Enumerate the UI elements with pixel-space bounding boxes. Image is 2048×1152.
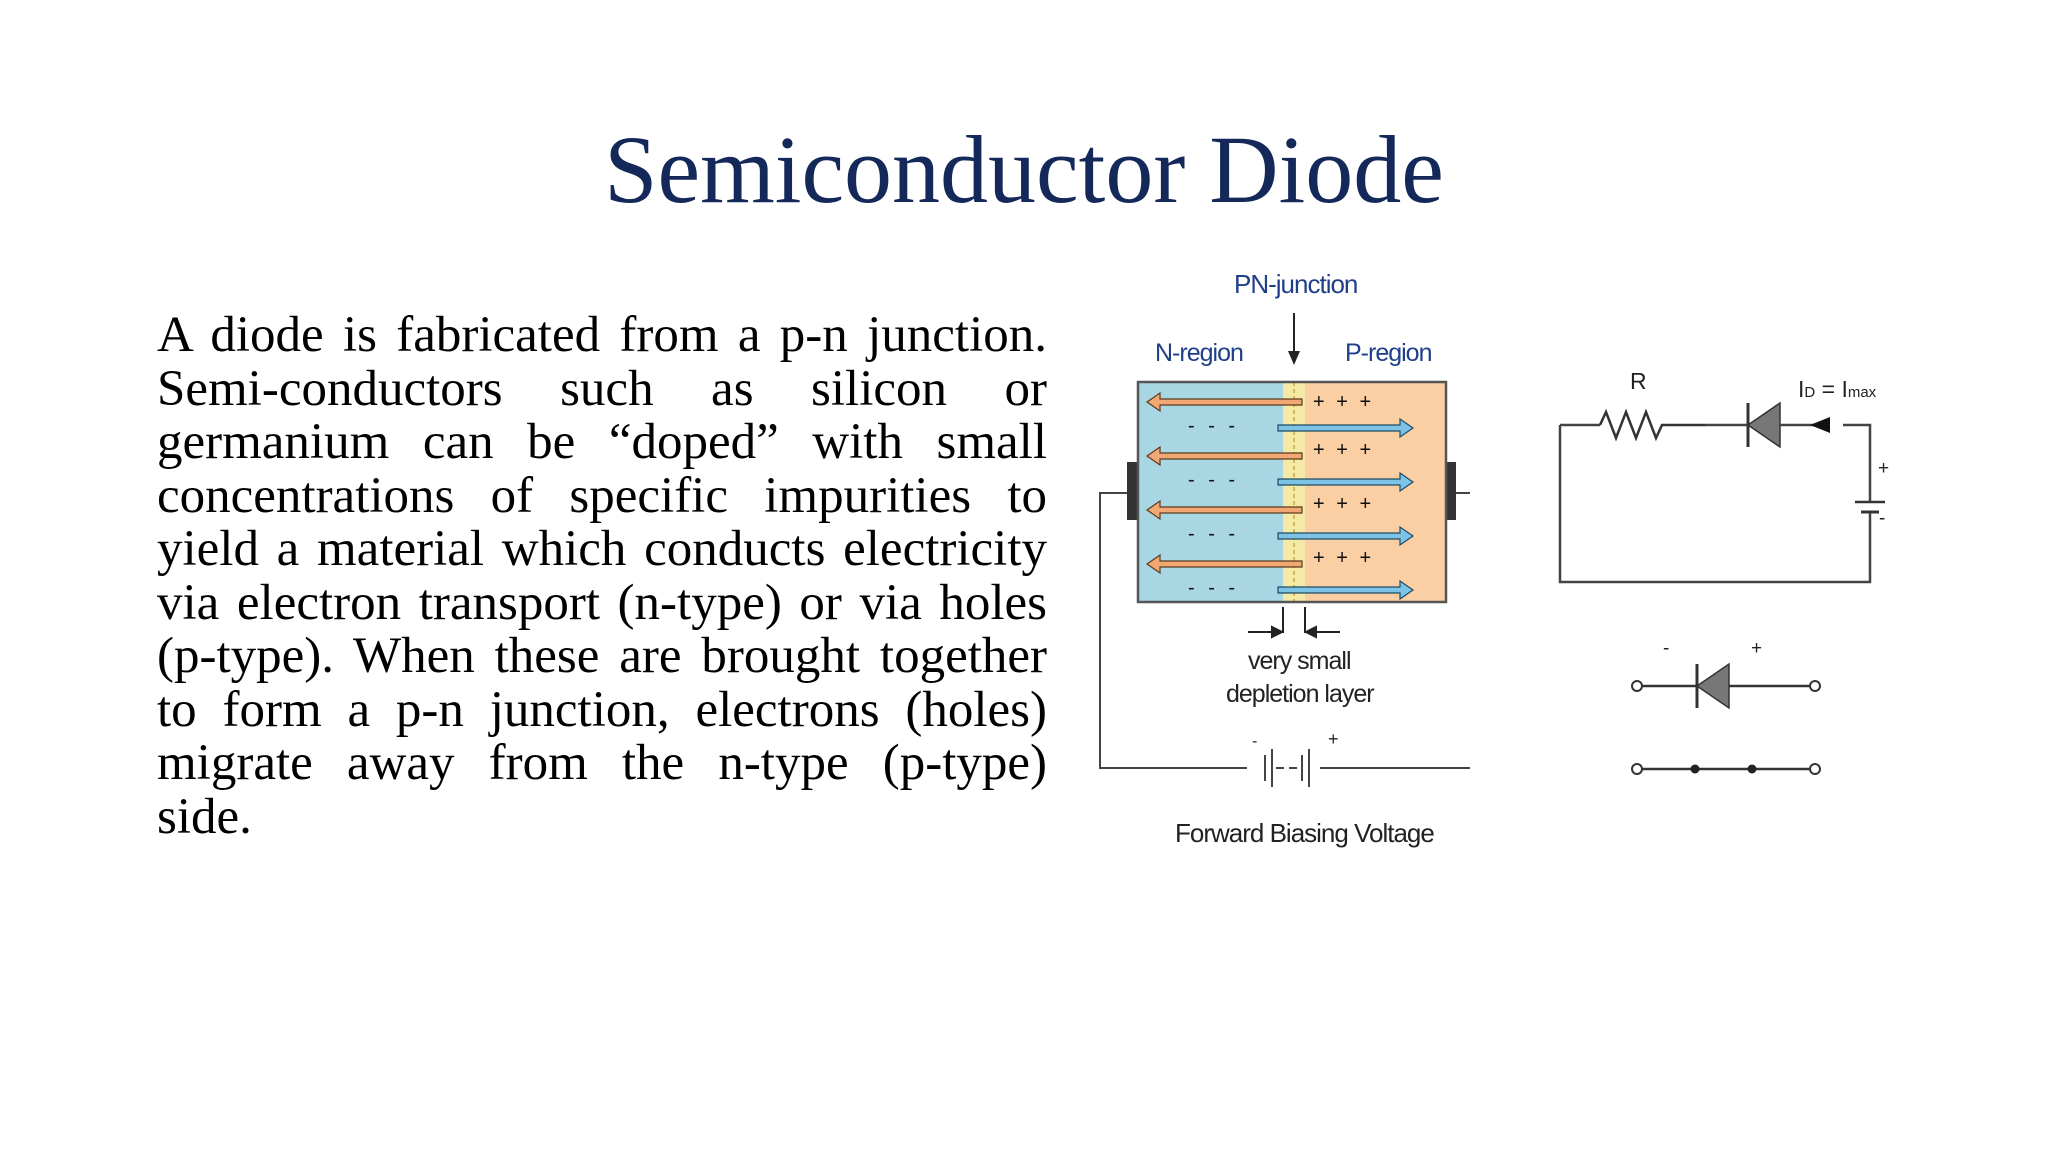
right-wire — [1320, 492, 1470, 769]
diode-symbol — [1631, 662, 1821, 710]
resistor-label: R — [1630, 368, 1647, 394]
diode-minus-label: - — [1663, 638, 1669, 659]
current-arrow — [1810, 417, 1830, 433]
battery-plus-label: + — [1328, 729, 1338, 749]
current-label: ID = Imax — [1798, 376, 1877, 402]
p-charge-row: + + + — [1313, 493, 1375, 515]
depletion-region — [1283, 382, 1305, 602]
p-region-block — [1305, 382, 1446, 602]
n-charge-row: - - - — [1188, 415, 1240, 437]
pn-junction-arrow — [1288, 351, 1300, 365]
p-charge-row: + + + — [1313, 439, 1375, 461]
forward-bias-caption: Forward Biasing Voltage — [1175, 818, 1435, 848]
body-paragraph: A diode is fabricated from a p-n junctio… — [157, 307, 1047, 845]
circuit-battery-minus: - — [1879, 508, 1885, 529]
n-charge-row: - - - — [1188, 577, 1240, 599]
circuit-diode-symbol — [1705, 401, 1820, 449]
p-region-label: P-region — [1345, 339, 1432, 367]
slide-title: Semiconductor Diode — [604, 116, 1444, 223]
battery-minus-label: - — [1252, 733, 1257, 750]
pn-junction-label: PN-junction — [1234, 269, 1358, 299]
p-charge-row: + + + — [1313, 547, 1375, 569]
pn-junction-diagram: PN-junction N-region P-region - - - - - … — [1070, 255, 1470, 885]
pn-junction-drawing — [1099, 313, 1470, 787]
diode-circuit-diagram: R ID = Imax + - - + — [1530, 360, 1930, 800]
hole-arrows — [1145, 391, 1303, 575]
resistor-symbol — [1598, 408, 1705, 442]
circuit-drawing — [1558, 401, 1885, 775]
diode-plus-label: + — [1751, 638, 1762, 659]
n-charge-row: - - - — [1188, 469, 1240, 491]
battery-symbol — [1264, 749, 1310, 787]
p-charge-row: + + + — [1313, 391, 1375, 413]
circuit-battery-plus: + — [1878, 458, 1889, 479]
depletion-label-line2: depletion layer — [1226, 680, 1375, 708]
p-electrode — [1446, 462, 1456, 520]
depletion-width-arrows — [1248, 607, 1340, 639]
circuit-battery-symbol — [1855, 500, 1885, 514]
n-electrode — [1127, 462, 1137, 520]
n-region-label: N-region — [1155, 339, 1244, 367]
n-charge-row: - - - — [1188, 523, 1240, 545]
ideal-diode-short-symbol — [1631, 763, 1821, 775]
depletion-label-line1: very small — [1248, 647, 1352, 675]
electron-arrows — [1277, 417, 1415, 601]
left-wire — [1099, 492, 1247, 769]
